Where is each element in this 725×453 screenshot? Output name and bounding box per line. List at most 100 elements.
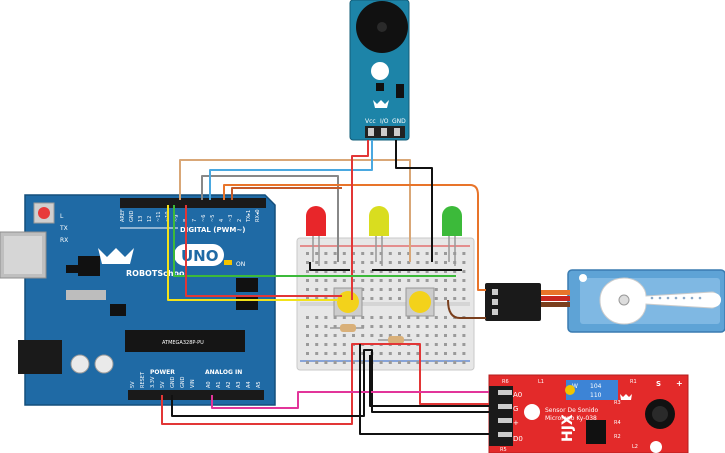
breadboard-hole	[407, 352, 411, 355]
breadboard-hole	[416, 361, 420, 364]
breadboard-hole	[462, 279, 466, 282]
breadboard-hole	[462, 261, 466, 264]
breadboard-hole	[388, 288, 392, 291]
breadboard-hole	[434, 352, 438, 355]
breadboard-hole	[444, 325, 447, 328]
breadboard-hole	[434, 325, 438, 328]
pot-mark: W	[572, 383, 578, 390]
resistor-2	[378, 336, 412, 344]
breadboard-hole	[462, 361, 466, 364]
breadboard-hole	[342, 334, 346, 337]
breadboard-hole	[333, 352, 337, 355]
comp-l1: L1	[538, 379, 544, 385]
breadboard-hole	[398, 270, 401, 273]
breadboard-hole	[306, 343, 309, 346]
breadboard-hole	[453, 352, 457, 355]
breadboard-hole	[370, 261, 374, 264]
breadboard-hole	[352, 252, 355, 255]
breadboard-hole	[425, 316, 429, 319]
breadboard-hole	[379, 325, 383, 328]
breadboard-hole	[434, 334, 438, 337]
buzzer-pin-label-vcc: Vcc	[365, 118, 376, 125]
breadboard-hole	[370, 297, 374, 300]
wire-rust	[231, 187, 342, 200]
analog-pin-label: A0	[206, 381, 212, 388]
breadboard-hole	[398, 361, 401, 364]
uno-label: UNO	[181, 247, 219, 265]
breadboard-hole	[306, 252, 309, 255]
breadboard-hole	[361, 279, 365, 282]
breadboard-hole	[379, 261, 383, 264]
breadboard-hole	[315, 270, 319, 273]
wire-tan	[179, 159, 411, 262]
sensor-title-1: Sensor De Sonido	[545, 407, 598, 414]
breadboard-hole	[453, 361, 457, 364]
digital-pin-label: ~11	[156, 211, 162, 222]
sound-sensor-module: W 104 110 Sensor De Sonido Microfono Ky-…	[488, 374, 689, 453]
breadboard-hole	[315, 316, 319, 319]
robotschool-logo-icon	[373, 100, 389, 108]
comp-r5: R5	[500, 447, 507, 453]
breadboard-hole	[333, 316, 337, 319]
breadboard-hole	[388, 252, 392, 255]
breadboard-hole	[315, 261, 319, 264]
breadboard-hole	[306, 352, 309, 355]
breadboard-hole	[462, 343, 466, 346]
breadboard-hole	[379, 316, 383, 319]
breadboard-hole	[306, 325, 309, 328]
digital-pin-label: ~6	[201, 215, 207, 222]
power-header	[128, 390, 206, 400]
breadboard-hole	[333, 361, 337, 364]
robotschool-logo-icon	[98, 248, 134, 264]
breadboard-hole	[444, 352, 447, 355]
buzzer-module: Vcc I/O GND	[349, 0, 410, 141]
breadboard-hole	[361, 361, 365, 364]
breadboard-hole	[315, 343, 319, 346]
breadboard-hole	[444, 361, 447, 364]
breadboard-hole	[379, 252, 383, 255]
breadboard-hole	[324, 316, 328, 319]
breadboard-hole	[342, 343, 346, 346]
breadboard-hole	[352, 334, 355, 337]
wire-black-2	[369, 355, 489, 407]
breadboard-hole	[324, 279, 328, 282]
breadboard-hole	[306, 261, 309, 264]
breadboard-hole	[453, 334, 457, 337]
wire-black-3	[359, 344, 489, 435]
power-label: POWER	[150, 369, 175, 376]
breadboard-hole	[444, 297, 447, 300]
breadboard-hole	[462, 352, 466, 355]
green-led	[442, 206, 462, 266]
breadboard-hole	[306, 270, 309, 273]
breadboard-hole	[444, 261, 447, 264]
sensor-title-2: Microfono Ky-038	[545, 415, 597, 422]
breadboard-hole	[315, 279, 319, 282]
digital-pin-label: TX▸1	[246, 210, 252, 223]
breadboard-hole	[398, 325, 401, 328]
breadboard-hole	[324, 297, 328, 300]
breadboard-hole	[462, 325, 466, 328]
breadboard-hole	[434, 288, 438, 291]
analog-pin-label: A4	[246, 381, 252, 388]
comp-r2: R2	[614, 434, 621, 440]
breadboard-hole	[444, 288, 447, 291]
breadboard-holes	[306, 252, 466, 364]
breadboard-hole	[361, 334, 365, 337]
breadboard-hole	[342, 261, 346, 264]
analog-pin-label: A3	[236, 381, 242, 388]
analog-pin-label: A5	[256, 381, 262, 388]
breadboard-hole	[453, 288, 457, 291]
wire-red-power	[161, 343, 489, 425]
breadboard-hole	[434, 270, 438, 273]
breadboard-hole	[379, 334, 383, 337]
breadboard-hole	[425, 279, 429, 282]
digital-pin-label: RX◂0	[255, 209, 261, 222]
breadboard-hole	[352, 270, 355, 273]
breadboard-hole	[444, 279, 447, 282]
breadboard-hole	[361, 270, 365, 273]
breadboard-hole	[324, 288, 328, 291]
digital-pin-label: 12	[147, 216, 153, 222]
digital-pin-label: 2	[237, 219, 243, 222]
